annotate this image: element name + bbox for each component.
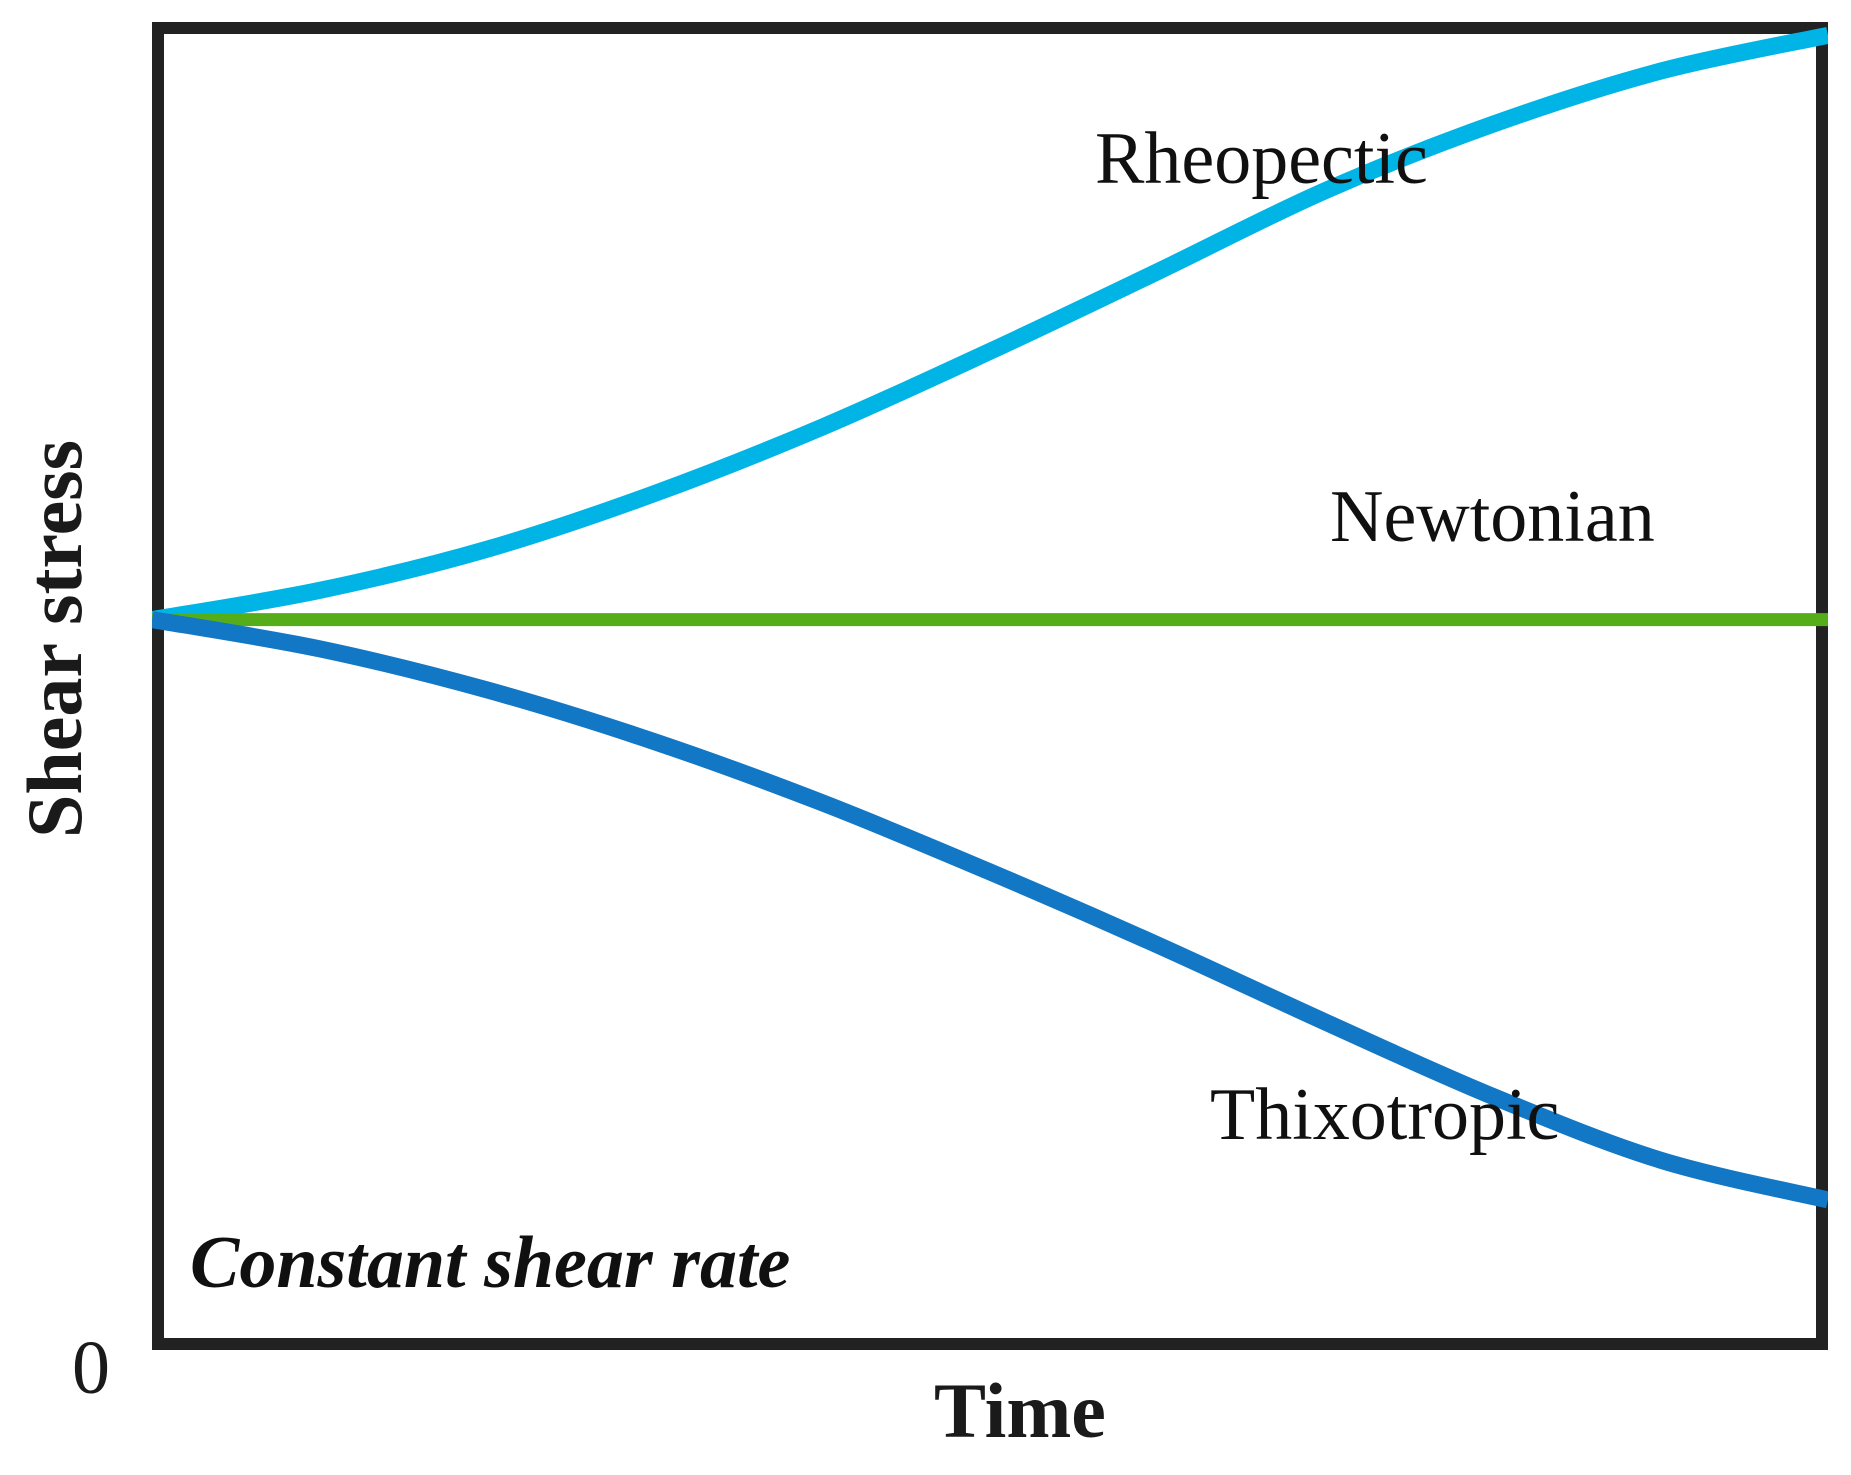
constant-shear-rate-note: Constant shear rate	[190, 1222, 791, 1304]
series-label-newtonian: Newtonian	[1330, 476, 1655, 558]
series-label-thixotropic: Thixotropic	[1210, 1074, 1560, 1156]
y-axis-tick-zero: 0	[72, 1326, 110, 1410]
series-label-rheopectic: Rheopectic	[1095, 118, 1428, 200]
plot-frame	[152, 22, 1828, 1350]
y-axis-title: Shear stress	[11, 440, 98, 838]
x-axis-title: Time	[934, 1367, 1106, 1454]
